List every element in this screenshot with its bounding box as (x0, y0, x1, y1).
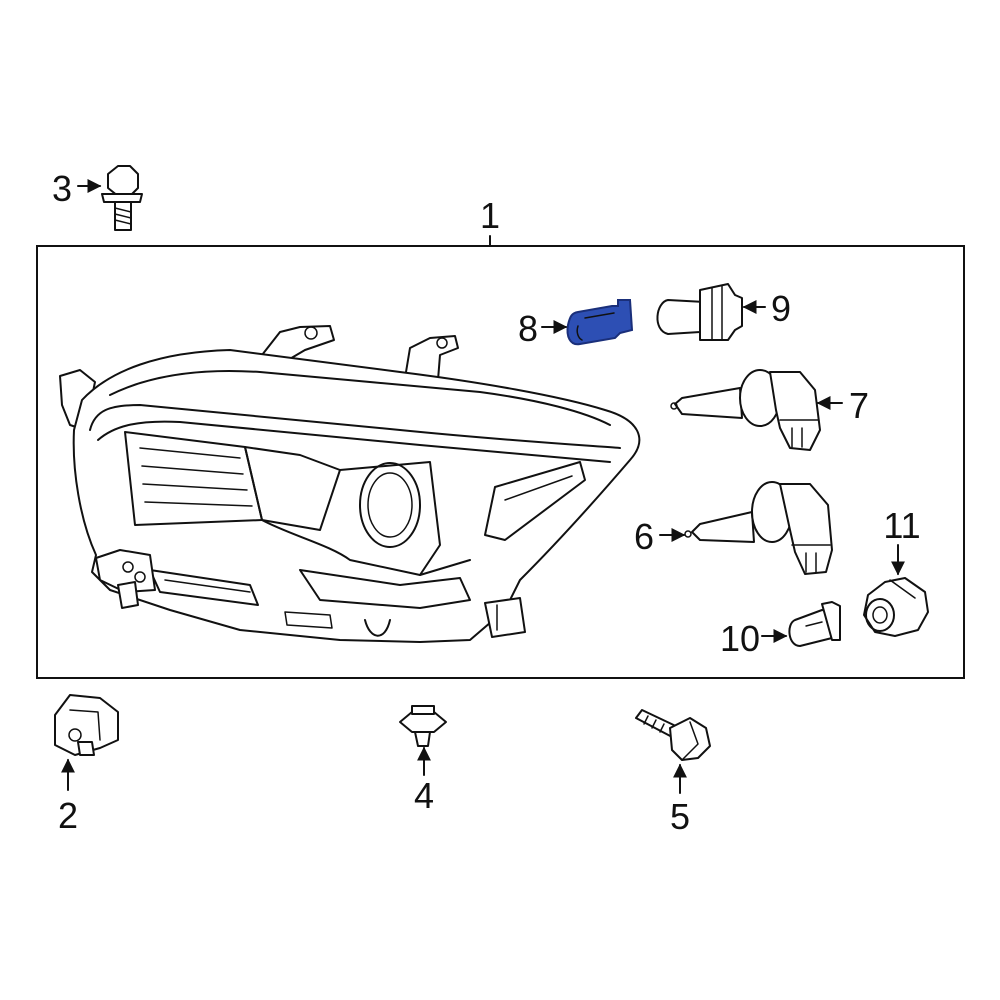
part-10-bulb[interactable] (788, 601, 841, 647)
callout-8-label[interactable]: 8 (518, 308, 538, 349)
part-8-highlight (566, 299, 634, 346)
callout-5-label[interactable]: 5 (670, 796, 690, 837)
part-7-bulb[interactable] (670, 369, 821, 451)
callout-11-label[interactable]: 11 (883, 505, 920, 546)
callout-6-label[interactable]: 6 (634, 516, 654, 557)
part-5-bolt[interactable] (635, 709, 711, 761)
callout-7-label[interactable]: 7 (849, 385, 869, 426)
part-9-bulb[interactable] (656, 283, 743, 341)
callout-1[interactable]: 1 (480, 195, 500, 247)
callout-6[interactable]: 6 (634, 516, 686, 557)
callout-10-label[interactable]: 10 (720, 618, 760, 659)
part-2-bracket[interactable] (54, 694, 119, 756)
callout-1-label[interactable]: 1 (480, 195, 500, 236)
callout-2[interactable]: 2 (58, 758, 78, 836)
callout-4-label[interactable]: 4 (414, 775, 434, 816)
callout-5[interactable]: 5 (670, 763, 690, 837)
part-4-clip[interactable] (399, 705, 447, 747)
callout-7[interactable]: 7 (816, 385, 869, 426)
part-3-bolt[interactable] (101, 165, 143, 231)
callout-3-label[interactable]: 3 (52, 168, 72, 209)
callout-11[interactable]: 11 (883, 505, 921, 576)
callout-2-label[interactable]: 2 (58, 795, 78, 836)
assembly-box (36, 245, 965, 679)
callout-4[interactable]: 4 (414, 746, 434, 816)
part-6-bulb[interactable] (684, 481, 833, 575)
callout-9[interactable]: 9 (742, 288, 791, 329)
part-11-socket[interactable] (863, 577, 929, 637)
headlamp-assembly[interactable] (59, 325, 641, 643)
callout-3[interactable]: 3 (52, 168, 102, 209)
part-8-socket[interactable] (566, 299, 634, 346)
callout-10[interactable]: 10 (720, 618, 788, 659)
callout-9-label[interactable]: 9 (771, 288, 791, 329)
callout-8[interactable]: 8 (518, 308, 568, 349)
